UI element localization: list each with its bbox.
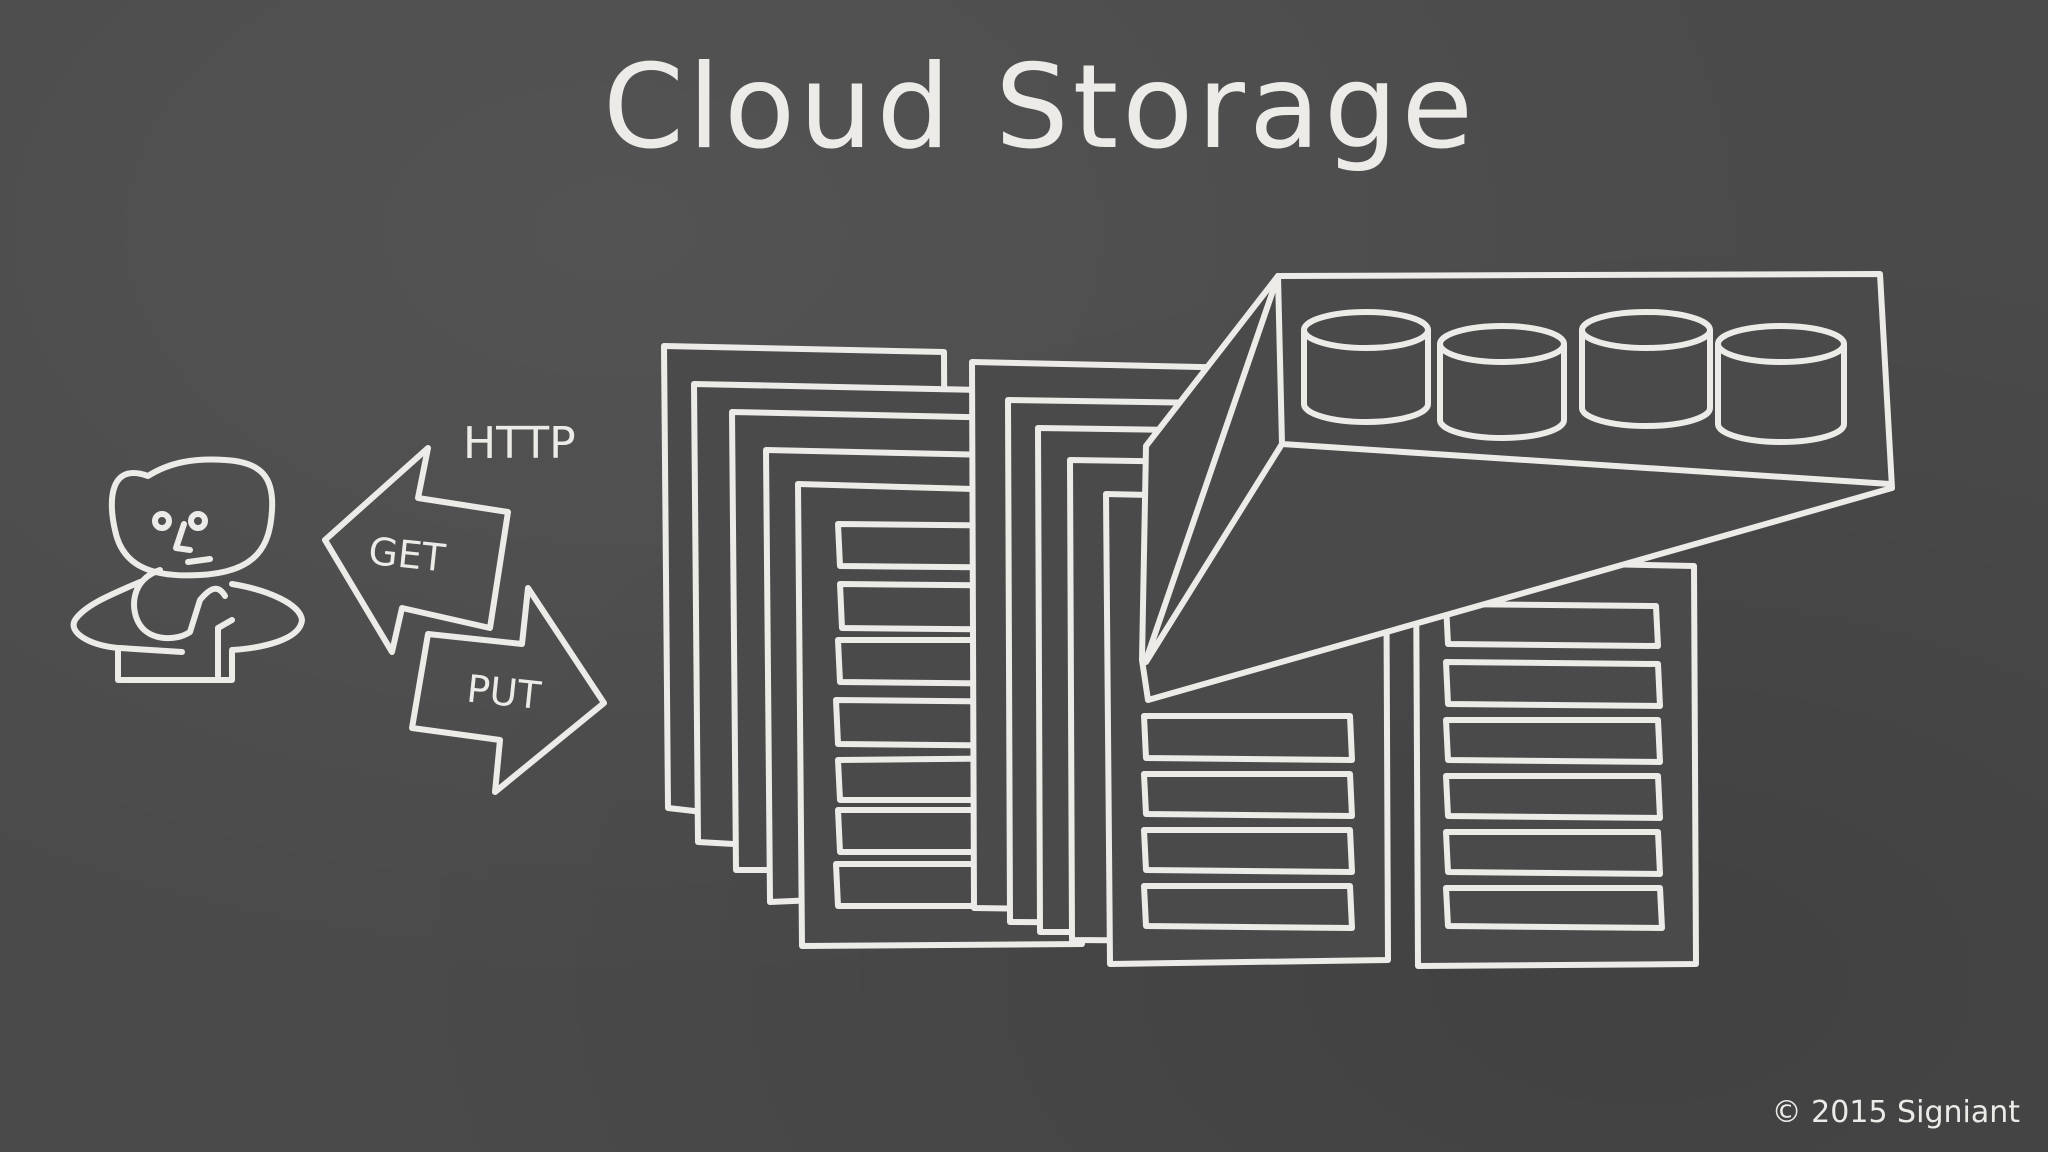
put-arrow: PUT <box>409 585 607 795</box>
http-label: HTTP <box>463 418 576 469</box>
disk-cylinder <box>1301 309 1431 425</box>
get-arrow: GET <box>322 445 511 655</box>
get-label: GET <box>366 529 448 581</box>
diagram-title: Cloud Storage <box>602 40 1478 175</box>
server-drive-slots <box>1443 601 1665 931</box>
disk-cylinder <box>1579 309 1713 429</box>
storage-disks <box>1301 309 1847 445</box>
copyright-notice: © 2015 Signiant <box>1771 1095 2020 1130</box>
user-figure <box>70 456 305 683</box>
storage-array-tray <box>1139 271 1895 703</box>
put-label: PUT <box>465 667 544 719</box>
disk-cylinder <box>1437 323 1567 441</box>
disk-cylinder <box>1715 323 1847 445</box>
server-rack-right <box>1413 557 1699 969</box>
